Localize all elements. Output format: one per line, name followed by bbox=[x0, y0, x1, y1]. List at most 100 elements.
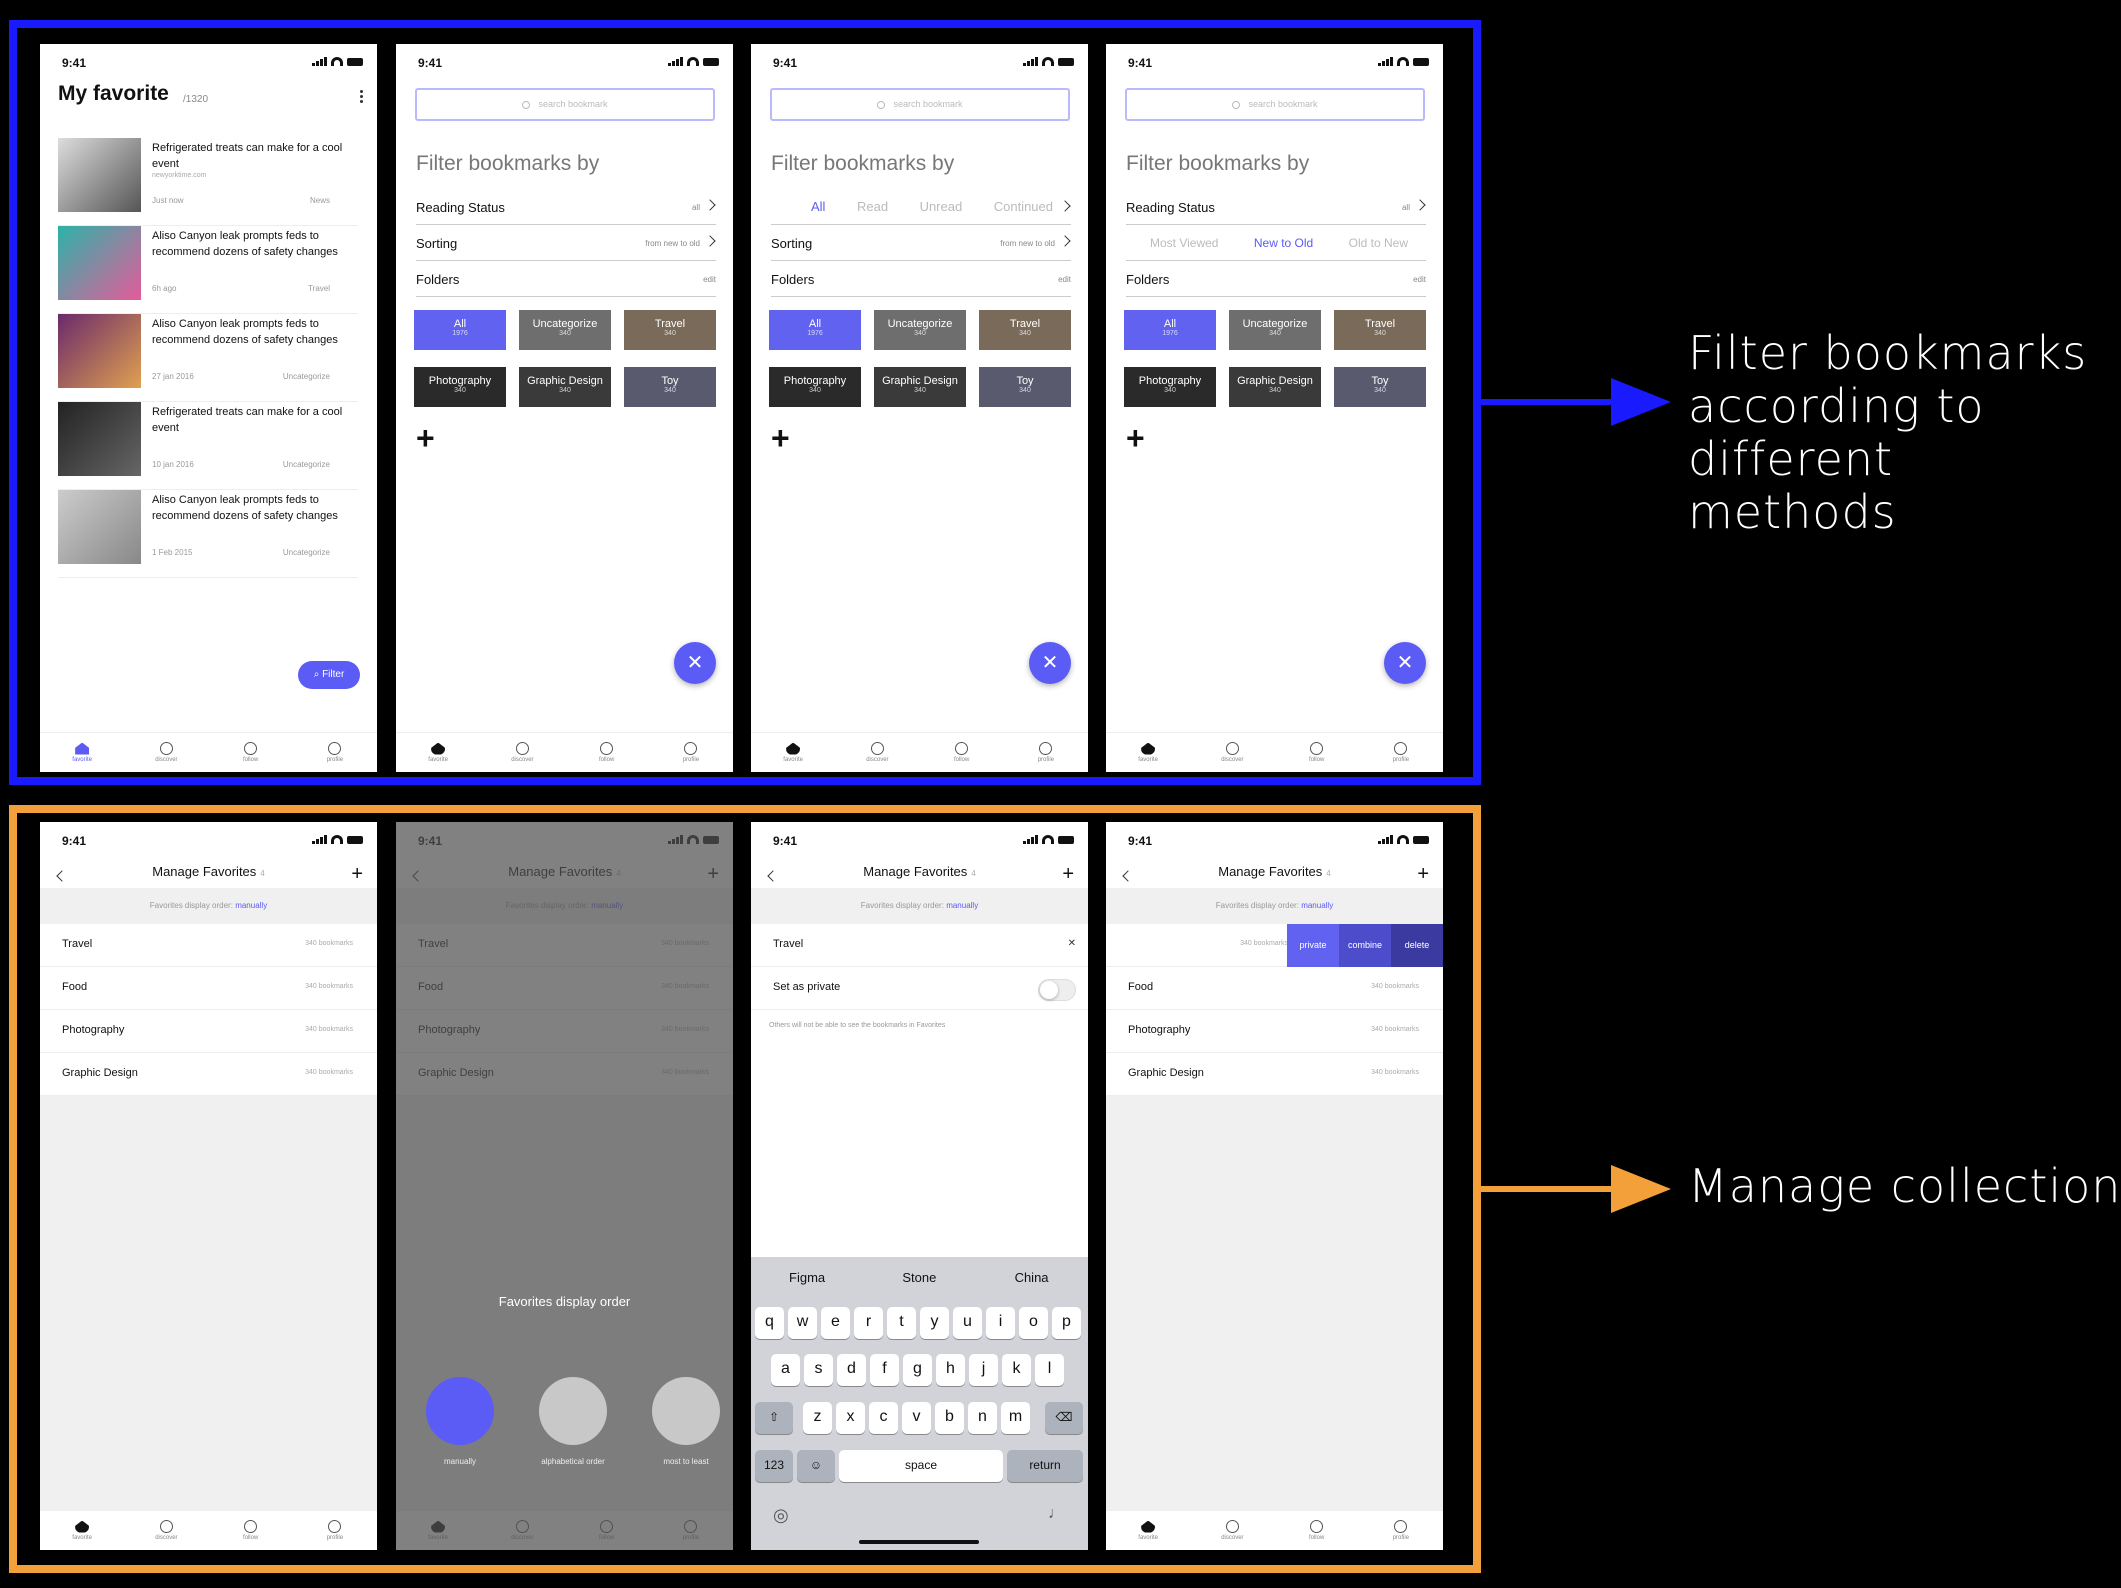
tab-discover[interactable]: discover bbox=[142, 1520, 190, 1541]
tab-profile[interactable]: profile bbox=[311, 742, 359, 763]
sort-option[interactable]: New to Old bbox=[1253, 235, 1314, 250]
tab-profile[interactable]: profile bbox=[1377, 1520, 1425, 1541]
key-x[interactable]: x bbox=[836, 1402, 865, 1434]
tab-discover[interactable]: discover bbox=[142, 742, 190, 763]
keyboard-suggestion[interactable]: China bbox=[1014, 1270, 1049, 1285]
tab-profile[interactable]: profile bbox=[667, 742, 715, 763]
reading-option-read[interactable]: Read bbox=[856, 199, 889, 214]
key-z[interactable]: z bbox=[803, 1402, 832, 1434]
return-key[interactable]: return bbox=[1007, 1450, 1083, 1482]
tab-discover[interactable]: discover bbox=[498, 742, 546, 763]
rename-input-row[interactable]: Travel ✕ bbox=[751, 924, 1088, 967]
tab-favorite[interactable]: favorite bbox=[1124, 742, 1172, 763]
key-v[interactable]: v bbox=[902, 1402, 931, 1434]
key-c[interactable]: c bbox=[869, 1402, 898, 1434]
tab-favorite[interactable]: favorite bbox=[58, 742, 106, 763]
key-d[interactable]: d bbox=[837, 1354, 866, 1386]
keyboard-suggestion[interactable]: Figma bbox=[789, 1270, 826, 1285]
space-key[interactable]: space bbox=[839, 1450, 1003, 1482]
add-folder-button[interactable]: + bbox=[771, 420, 790, 456]
key-k[interactable]: k bbox=[1002, 1354, 1031, 1386]
key-t[interactable]: t bbox=[887, 1307, 916, 1339]
reading-option-unread[interactable]: Unread bbox=[919, 199, 963, 214]
tab-discover[interactable]: discover bbox=[1208, 1520, 1256, 1541]
keyboard-suggestion[interactable]: Stone bbox=[902, 1270, 937, 1285]
order-value[interactable]: manually bbox=[235, 901, 268, 910]
key-g[interactable]: g bbox=[903, 1354, 932, 1386]
more-icon[interactable] bbox=[360, 90, 363, 104]
close-button[interactable]: ✕ bbox=[1384, 642, 1426, 684]
tab-follow[interactable]: follow bbox=[227, 742, 275, 763]
key-r[interactable]: r bbox=[854, 1307, 883, 1339]
key-n[interactable]: n bbox=[968, 1402, 997, 1434]
tab-favorite[interactable]: favorite bbox=[769, 742, 817, 763]
order-option-0[interactable] bbox=[426, 1377, 494, 1445]
tab-favorite[interactable]: favorite bbox=[414, 742, 462, 763]
display-order-bar[interactable]: Favorites display order: manually bbox=[751, 888, 1088, 924]
key-a[interactable]: a bbox=[771, 1354, 800, 1386]
list-item[interactable]: Aliso Canyon leak prompts feds to recomm… bbox=[58, 490, 358, 578]
emoji-key[interactable]: ☺ bbox=[797, 1450, 835, 1482]
order-value[interactable]: manually bbox=[1301, 901, 1334, 910]
key-b[interactable]: b bbox=[935, 1402, 964, 1434]
list-item[interactable]: Refrigerated treats can make for a cool … bbox=[58, 138, 358, 226]
key-j[interactable]: j bbox=[969, 1354, 998, 1386]
tab-follow[interactable]: follow bbox=[583, 742, 631, 763]
list-item[interactable]: Aliso Canyon leak prompts feds to recomm… bbox=[58, 314, 358, 402]
add-folder-button[interactable]: + bbox=[416, 420, 435, 456]
globe-icon[interactable]: ◎ bbox=[773, 1505, 789, 1525]
key-f[interactable]: f bbox=[870, 1354, 899, 1386]
mic-icon[interactable]: ♩ bbox=[1048, 1505, 1064, 1522]
private-toggle[interactable] bbox=[1038, 979, 1076, 1001]
key-p[interactable]: p bbox=[1052, 1307, 1081, 1339]
tab-favorite[interactable]: favorite bbox=[1124, 1520, 1172, 1541]
swipe-combine-button[interactable]: combine bbox=[1339, 924, 1391, 967]
tab-follow[interactable]: follow bbox=[1293, 742, 1341, 763]
tab-discover[interactable]: discover bbox=[1208, 742, 1256, 763]
swipe-private-button[interactable]: private bbox=[1287, 924, 1339, 967]
add-icon[interactable]: + bbox=[1417, 863, 1429, 885]
sort-option[interactable]: Old to New bbox=[1348, 235, 1408, 250]
tab-discover[interactable]: discover bbox=[853, 742, 901, 763]
sort-option[interactable]: Most Viewed bbox=[1150, 235, 1219, 250]
rename-input[interactable]: Travel bbox=[773, 938, 804, 950]
order-option-1[interactable] bbox=[539, 1377, 607, 1445]
display-order-bar[interactable]: Favorites display order: manually bbox=[1106, 888, 1443, 924]
key-m[interactable]: m bbox=[1001, 1402, 1030, 1434]
clear-icon[interactable]: ✕ bbox=[1067, 938, 1076, 949]
folders-edit-link[interactable]: edit bbox=[1058, 275, 1071, 284]
key-u[interactable]: u bbox=[953, 1307, 982, 1339]
reading-option-continued[interactable]: Continued bbox=[993, 199, 1053, 214]
key-o[interactable]: o bbox=[1019, 1307, 1048, 1339]
folders-edit-link[interactable]: edit bbox=[703, 275, 716, 284]
filter-button[interactable]: ⌕ Filter bbox=[298, 661, 360, 689]
key-i[interactable]: i bbox=[986, 1307, 1015, 1339]
order-value[interactable]: manually bbox=[946, 901, 979, 910]
tab-follow[interactable]: follow bbox=[227, 1520, 275, 1541]
tab-follow[interactable]: follow bbox=[938, 742, 986, 763]
list-item[interactable]: Aliso Canyon leak prompts feds to recomm… bbox=[58, 226, 358, 314]
tab-profile[interactable]: profile bbox=[1377, 742, 1425, 763]
tab-follow[interactable]: follow bbox=[1293, 1520, 1341, 1541]
tab-favorite[interactable]: favorite bbox=[58, 1520, 106, 1541]
